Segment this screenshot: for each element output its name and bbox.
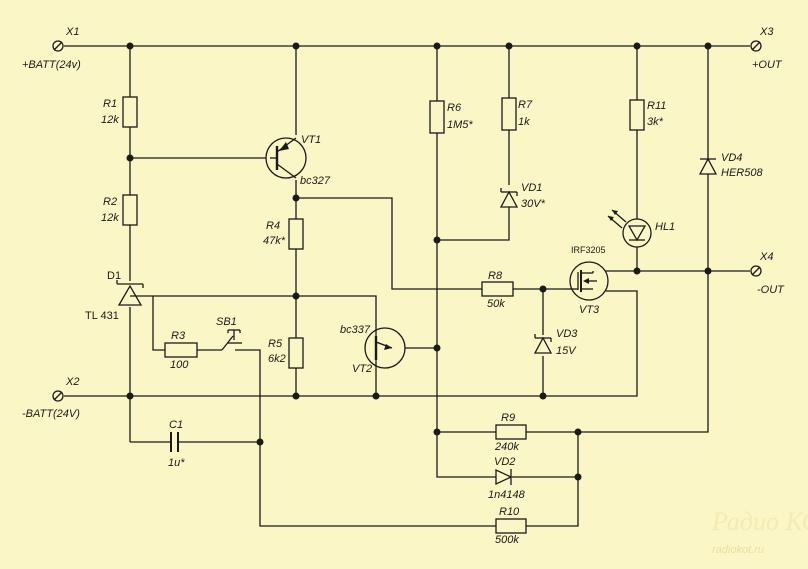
resistor-r9: R9 240k	[494, 412, 527, 453]
resistor-r11: R11 3k*	[629, 99, 666, 131]
vd3-ref: VD3	[556, 328, 578, 340]
resistor-r1: R1 12k	[101, 96, 138, 128]
resistor-r2: R2 12k	[101, 194, 138, 226]
vd4-value: HER508	[721, 167, 763, 179]
vt3-ref: VT3	[579, 304, 600, 316]
junction-dots	[126, 42, 712, 481]
terminal-x4-label: -OUT	[757, 284, 785, 296]
r8-value: 50k	[487, 298, 505, 310]
resistor-r8: R8 50k	[481, 270, 514, 310]
terminal-x1-label: +BATT(24v)	[22, 59, 81, 71]
r2-ref: R2	[103, 196, 117, 208]
resistor-r3: R3 100	[164, 330, 198, 371]
resistor-r6: R6 1M5*	[429, 100, 473, 134]
resistor-r4: R4 47k*	[263, 218, 304, 250]
watermark-site: radiokot.ru	[712, 544, 764, 556]
terminal-x3: X3 +OUT	[750, 26, 783, 71]
terminal-x2-ref: X2	[65, 376, 79, 388]
vt2-value: bc337	[340, 324, 371, 336]
r7-ref: R7	[518, 99, 533, 111]
resistor-r5: R5 6k2	[268, 337, 304, 369]
r7-value: 1k	[518, 116, 530, 128]
r6-value: 1M5*	[447, 119, 473, 131]
vd2-ref: VD2	[494, 456, 515, 468]
vt1-value: bc327	[300, 175, 331, 187]
r6-ref: R6	[447, 102, 462, 114]
sb1-ref: SB1	[216, 316, 237, 328]
r5-value: 6k2	[268, 353, 286, 365]
r5-ref: R5	[268, 338, 283, 350]
vd2-value: 1n4148	[488, 489, 526, 501]
terminal-x3-ref: X3	[759, 26, 774, 38]
capacitor-c1: C1 1u*	[168, 419, 185, 469]
mosfet-vt3: IRF3205 VT3	[565, 245, 609, 316]
zener-vd1: VD1 30V*	[499, 182, 546, 210]
r11-value: 3k*	[647, 116, 664, 128]
r10-ref: R10	[499, 506, 520, 518]
r9-value: 240k	[494, 441, 519, 453]
vd1-ref: VD1	[521, 182, 542, 194]
r3-ref: R3	[171, 330, 186, 342]
terminal-x1: X1 +BATT(24v)	[22, 26, 81, 71]
r3-value: 100	[170, 359, 189, 371]
vt3-value: IRF3205	[571, 245, 606, 255]
r10-value: 500k	[495, 534, 519, 546]
pushbutton-sb1: SB1	[216, 316, 242, 351]
watermark-brand: Радио КОТ	[711, 507, 808, 536]
r1-ref: R1	[103, 98, 117, 110]
r11-ref: R11	[647, 100, 666, 112]
r2-value: 12k	[101, 212, 119, 224]
negative-rail	[64, 290, 638, 397]
vd1-value: 30V*	[521, 198, 546, 210]
vt1-ref: VT1	[301, 134, 321, 146]
led-hl1: HL1	[607, 209, 675, 248]
shunt-regulator-d1: D1 TL 431	[85, 270, 152, 322]
vt2-ref: VT2	[352, 363, 372, 375]
wires	[64, 45, 750, 527]
vd4-ref: VD4	[721, 152, 742, 164]
terminal-x2-label: -BATT(24V)	[22, 408, 80, 420]
terminal-x1-ref: X1	[65, 26, 79, 38]
terminal-x4: X4 -OUT	[750, 251, 785, 296]
resistor-r10: R10 500k	[495, 506, 527, 546]
terminal-x2: X2 -BATT(24V)	[22, 376, 80, 420]
r4-value: 47k*	[263, 235, 286, 247]
diode-vd2: VD2 1n4148	[488, 456, 526, 501]
r9-ref: R9	[501, 412, 515, 424]
r4-ref: R4	[266, 220, 280, 232]
zener-vd3: VD3 15V	[533, 328, 578, 357]
transistor-vt2: bc337 VT2	[340, 324, 406, 375]
terminal-x3-label: +OUT	[752, 59, 783, 71]
vd3-value: 15V	[556, 345, 577, 357]
c1-value: 1u*	[168, 457, 185, 469]
r8-ref: R8	[488, 270, 503, 282]
c1-ref: C1	[169, 419, 183, 431]
transistor-vt1: VT1 bc327	[265, 134, 331, 187]
diode-vd4: VD4 HER508	[698, 152, 763, 179]
d1-value: TL 431	[85, 310, 119, 322]
terminal-x4-ref: X4	[759, 251, 773, 263]
r1-value: 12k	[101, 114, 119, 126]
d1-ref: D1	[107, 270, 121, 282]
hl1-ref: HL1	[655, 221, 675, 233]
resistor-r7: R7 1k	[501, 97, 533, 131]
